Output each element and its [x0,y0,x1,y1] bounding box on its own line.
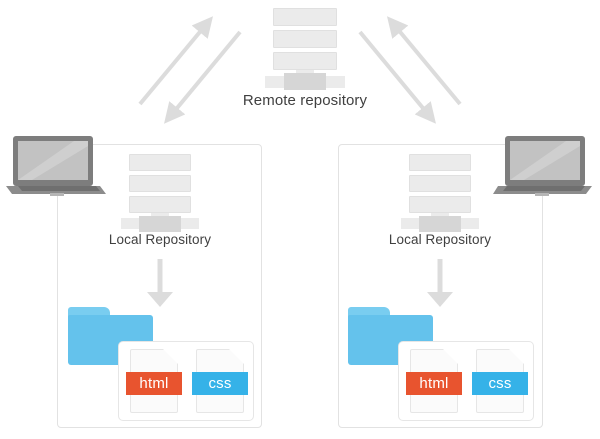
html-file-label: html [126,372,182,395]
arrow-shaft [157,259,163,293]
arrow-head [427,292,453,307]
server-base-left-wing [121,218,146,229]
local-repository-label-left: Local Repository [108,232,212,247]
folder-tab [348,307,390,318]
html-file-label: html [406,372,462,395]
laptop-screen-glare [18,141,88,180]
arrow-down-right-panel [427,259,453,307]
arrow-up-right-to-remote [138,16,213,106]
file-fold-edge [227,349,244,366]
laptop-foot [50,193,64,196]
css-file-label: css [192,372,248,395]
server-base-core [139,216,181,232]
css-file-icon-right[interactable]: css [472,348,528,413]
file-card-right: html css [398,341,534,421]
html-file-icon-right[interactable]: html [406,348,462,413]
server-slab [129,175,191,192]
laptop-foot [535,193,549,196]
server-base-left-wing [401,218,426,229]
server-base-core [419,216,461,232]
remote-server-icon [265,8,345,90]
laptop-keyboard-area [18,186,100,191]
server-slab [273,30,337,48]
server-base-right-wing [174,218,199,229]
panel-left [57,144,262,428]
server-slab [273,52,337,70]
laptop-icon-right [493,136,593,198]
laptop-icon-left [6,136,106,198]
remote-repository-label: Remote repository [242,92,368,109]
server-base-core [284,73,326,90]
server-slab [409,196,471,213]
arrow-down-left-panel [147,259,173,307]
local-server-icon-left [121,154,199,232]
arrow-shaft [437,259,443,293]
local-server-icon-right [401,154,479,232]
css-file-label: css [472,372,528,395]
file-fold-edge [161,349,178,366]
server-slab [129,196,191,213]
file-fold-edge [507,349,524,366]
laptop-panel-connector-left [57,196,58,256]
arrow-head [147,292,173,307]
laptop-panel-connector-right [542,196,543,256]
local-repository-label-right: Local Repository [388,232,492,247]
panel-right [338,144,543,428]
file-card-left: html css [118,341,254,421]
server-slab [409,175,471,192]
folder-tab [68,307,110,318]
server-base-right-wing [454,218,479,229]
laptop-screen-glare [510,141,580,180]
server-slab [129,154,191,171]
html-file-icon-left[interactable]: html [126,348,182,413]
css-file-icon-left[interactable]: css [192,348,248,413]
file-fold-edge [441,349,458,366]
server-slab [409,154,471,171]
server-slab [273,8,337,26]
laptop-keyboard-area [503,186,585,191]
